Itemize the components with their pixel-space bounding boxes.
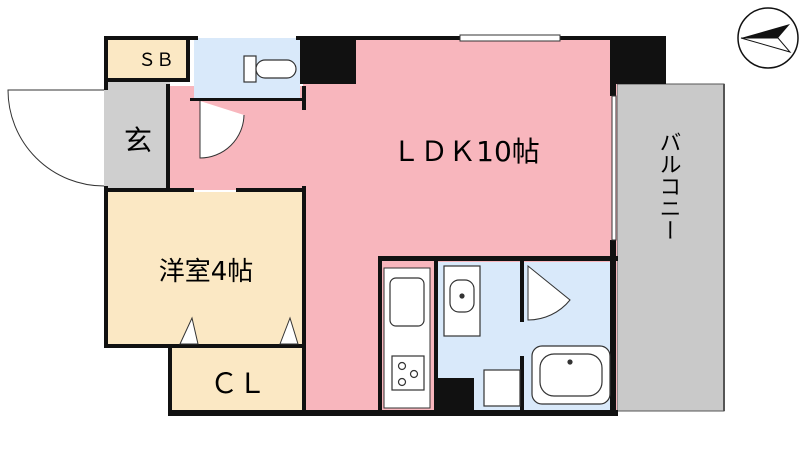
stove-icon bbox=[391, 355, 425, 391]
windows bbox=[459, 34, 617, 241]
label-ldk: ＬＤＫ10帖 bbox=[392, 135, 540, 168]
shoebox-floor bbox=[104, 38, 188, 80]
washing-machine-pan bbox=[483, 369, 521, 407]
label-youshitsu: 洋室4帖 bbox=[159, 257, 254, 287]
label-balcony: バルコニー bbox=[656, 131, 681, 241]
balcony-area bbox=[616, 83, 725, 412]
walls bbox=[104, 36, 666, 416]
washbasin-icon bbox=[443, 265, 481, 337]
kitchen-sink-icon bbox=[389, 277, 425, 327]
hall-door-swing bbox=[199, 101, 245, 159]
label-genkan: 玄 bbox=[124, 124, 152, 157]
north-arrow-icon bbox=[737, 7, 799, 69]
bath-door-swing bbox=[527, 264, 571, 321]
genkan-floor bbox=[104, 80, 170, 190]
label-sb: ＳＢ bbox=[138, 50, 174, 71]
bathtub-icon bbox=[531, 345, 611, 405]
closet-door-right bbox=[279, 316, 299, 345]
toilet-icon bbox=[243, 55, 297, 83]
label-cl: ＣＬ bbox=[210, 367, 266, 400]
youshitsu-floor bbox=[104, 192, 306, 344]
closet-floor bbox=[172, 344, 306, 412]
closet-door-left bbox=[179, 316, 199, 345]
entry-door-swing bbox=[7, 89, 105, 187]
